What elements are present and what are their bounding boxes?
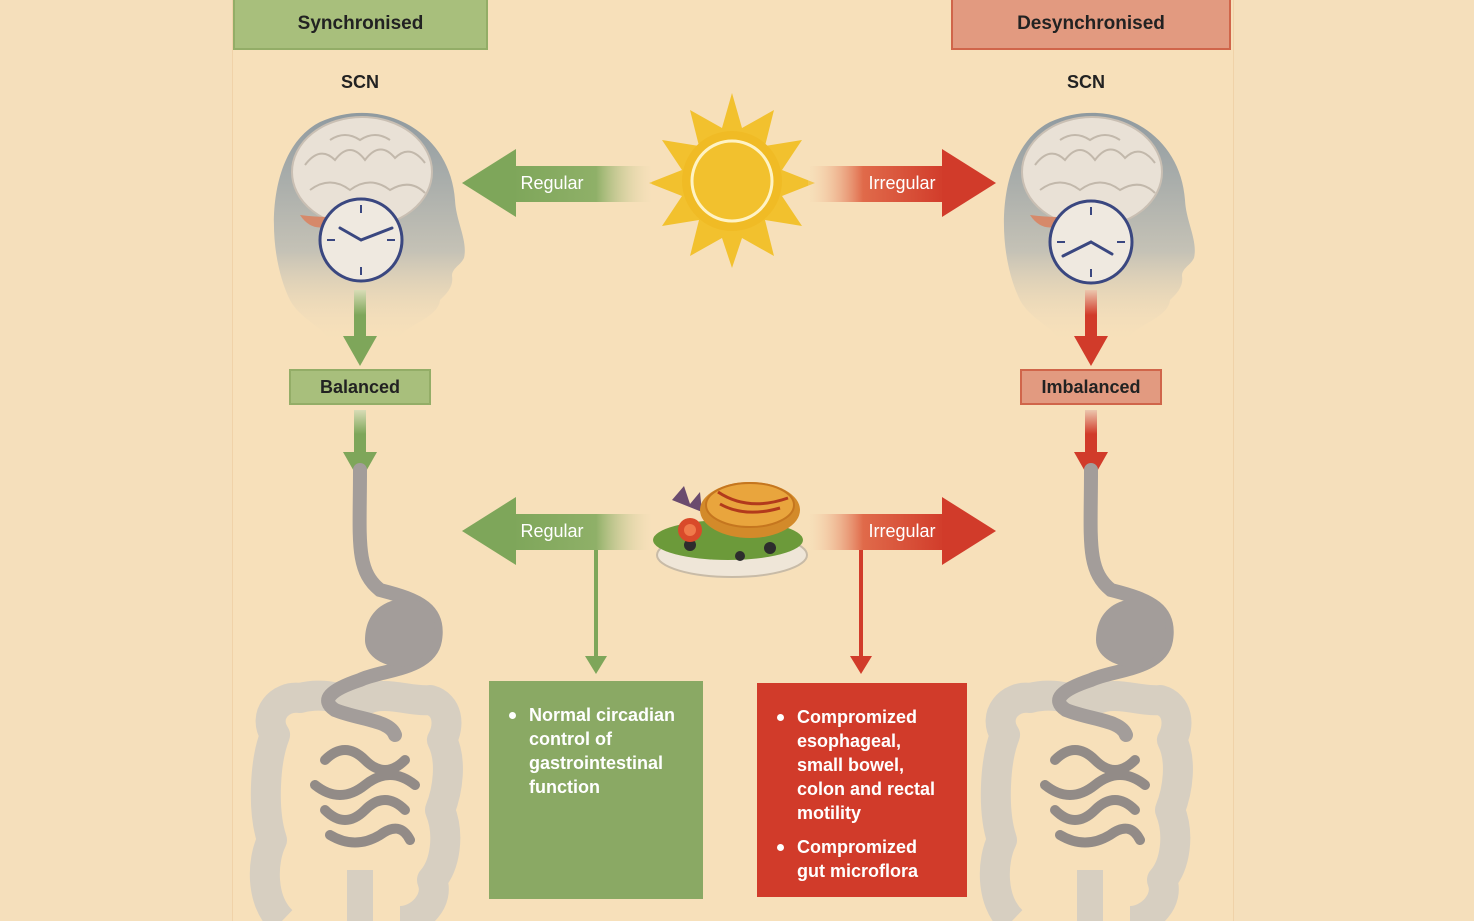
head-right-icon xyxy=(1003,112,1195,346)
arrow-to-right-outcome xyxy=(850,550,872,674)
outcome-right-item: Compromized gut microflora xyxy=(775,835,949,883)
normal-function-box: Normal circadian control of gastrointest… xyxy=(489,681,703,899)
food-arrow-right-label: Irregular xyxy=(868,521,936,541)
head-left-icon xyxy=(273,112,465,346)
compromized-function-box: Compromized esophageal, small bowel, col… xyxy=(757,683,967,897)
outcome-left-item: Normal circadian control of gastrointest… xyxy=(507,703,685,799)
outcome-right-item: Compromized esophageal, small bowel, col… xyxy=(775,705,949,825)
arrow-head-to-balanced xyxy=(343,290,377,366)
light-arrow-left-label: Regular xyxy=(520,173,584,193)
light-arrow-left xyxy=(462,149,652,217)
synchronised-header: Synchronised xyxy=(233,0,488,50)
light-arrow-right xyxy=(808,149,996,217)
sun-icon xyxy=(649,93,815,268)
desynchronised-header: Desynchronised xyxy=(951,0,1231,50)
scn-label-left: SCN xyxy=(340,72,379,92)
light-arrow-right-label: Irregular xyxy=(868,173,936,193)
digestive-tract-right-icon xyxy=(979,463,1193,921)
food-arrow-left-label: Regular xyxy=(520,521,584,541)
food-plate-icon xyxy=(653,482,808,578)
balanced-label: Balanced xyxy=(289,369,431,405)
food-arrow-right xyxy=(808,497,996,565)
digestive-tract-left-icon xyxy=(249,463,463,921)
food-arrow-left xyxy=(462,497,652,565)
scn-label-right: SCN xyxy=(1066,72,1105,92)
imbalanced-label: Imbalanced xyxy=(1020,369,1162,405)
arrow-to-left-outcome xyxy=(585,550,607,674)
arrow-head-to-imbalanced xyxy=(1074,290,1108,366)
